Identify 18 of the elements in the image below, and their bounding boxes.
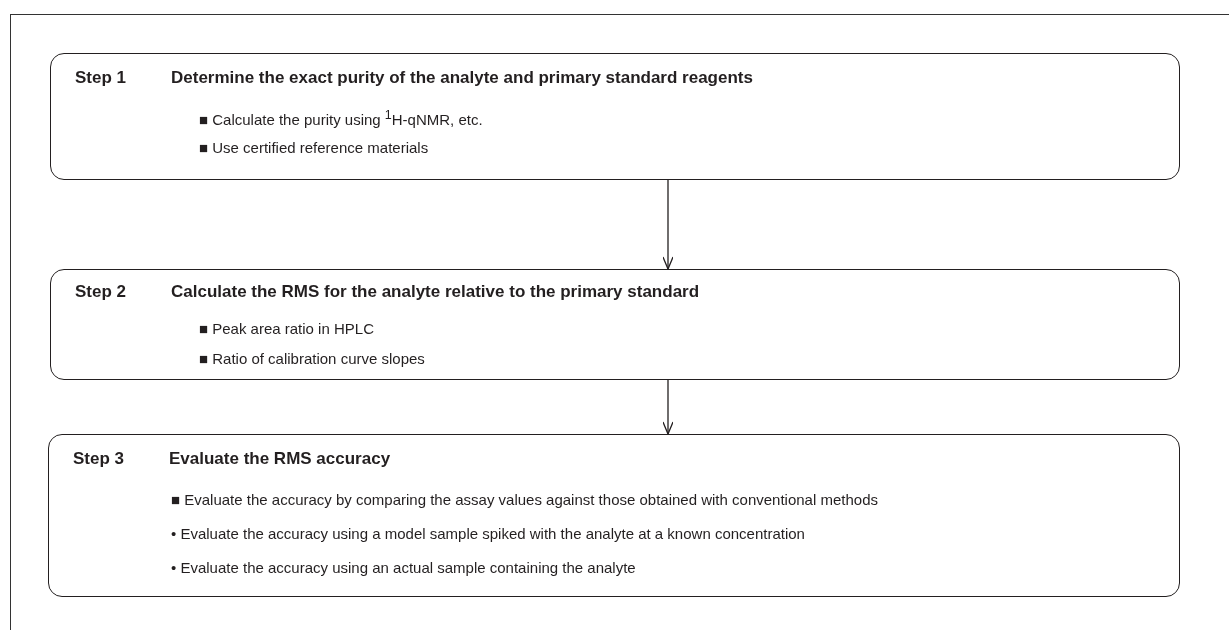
step-heading: Determine the exact purity of the analyte and primary standard reagents (171, 68, 753, 88)
step-box (50, 53, 1180, 180)
step-box (48, 434, 1180, 597)
step-label: Step 3 (73, 449, 125, 469)
bullet-item: ■ Peak area ratio in HPLC (199, 320, 374, 337)
step-box (50, 269, 1180, 380)
arrow (662, 179, 674, 270)
bullet-item: • Evaluate the accuracy using a model sample spiked with the analyte at a known concentration (171, 525, 805, 542)
step-heading: Calculate the RMS for the analyte relative to the primary standard (171, 282, 700, 302)
step-label: Step 1 (75, 68, 127, 88)
step-label: Step 2 (75, 282, 127, 302)
bullet-item: ■ Ratio of calibration curve slopes (199, 350, 425, 367)
step-heading: Evaluate the RMS accuracy (169, 449, 391, 469)
bullet-item: ■ Use certified reference materials (199, 139, 429, 156)
bullet-item: ■ Calculate the purity using $^{1}$H-qNMR, etc. (199, 108, 483, 128)
bullet-item: • Evaluate the accuracy using an actual sample containing the analyte (171, 559, 636, 576)
bullet-item: ■ Evaluate the accuracy by comparing the assay values against those obtained with conventional methods (171, 491, 878, 508)
arrow (662, 379, 674, 435)
